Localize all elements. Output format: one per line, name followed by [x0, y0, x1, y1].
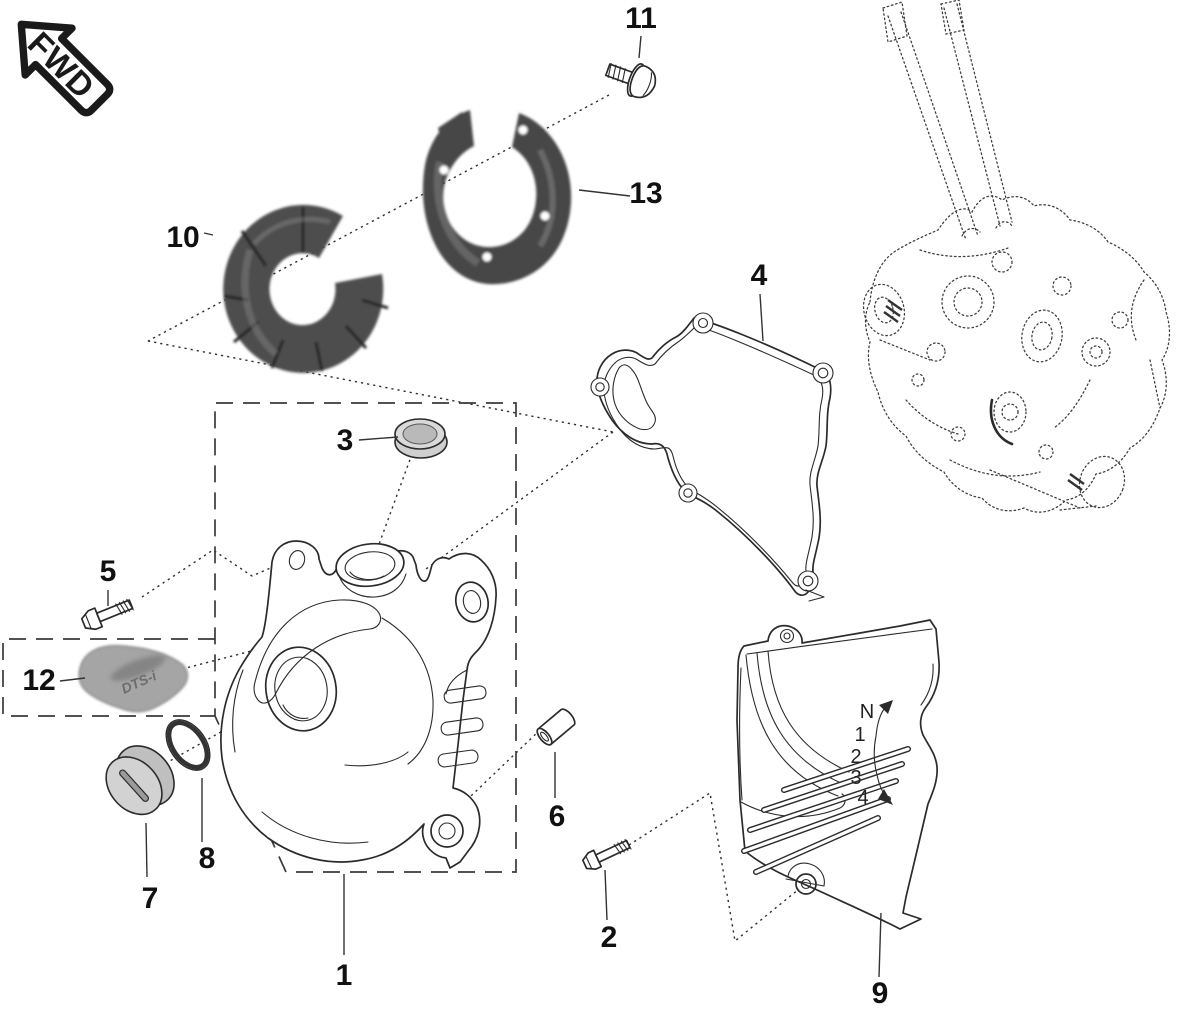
- crankcase-phantom: [862, 0, 1171, 513]
- part-1-magneto-cover: [220, 540, 497, 869]
- callout-10: 10: [166, 221, 199, 254]
- gear-label-n: N: [860, 701, 874, 723]
- leader-lines: [59, 35, 882, 978]
- shift-arrow-up-icon: [879, 700, 893, 714]
- callouts: 1 2 3 4 5 6 7 8 9 10 11 12 13: [22, 2, 888, 1009]
- hatched-bolt-marks: [883, 299, 1085, 491]
- part-6-dowel-pin: [536, 708, 576, 746]
- part-7-oil-cap: [105, 745, 175, 816]
- part-5-hex-bolt: [80, 598, 134, 631]
- callout-8: 8: [199, 842, 216, 875]
- callout-9: 9: [872, 977, 889, 1009]
- shift-arrow-curve: [873, 707, 887, 798]
- part-9-sprocket-cover: N 1 2 3 4: [736, 619, 940, 930]
- part-10-damper-ring-photo: [223, 204, 389, 373]
- part-13-clutch-shoe-plate-photo: [422, 110, 572, 285]
- gear-label-1: 1: [854, 724, 865, 746]
- callout-2: 2: [601, 921, 618, 954]
- callout-6: 6: [549, 800, 566, 833]
- callout-11: 11: [625, 2, 657, 35]
- gear-label-4: 4: [857, 787, 868, 809]
- part-3-cap: [394, 418, 448, 459]
- fwd-arrow-icon: [17, 20, 114, 117]
- fwd-direction-badge: FWD: [17, 20, 114, 117]
- vent-ribs: [741, 746, 911, 875]
- part-4-gasket: [590, 312, 834, 602]
- cap-slot: [119, 769, 150, 802]
- sticker-dashed-box: [2, 638, 215, 717]
- part-2-hex-bolt: [581, 838, 632, 871]
- gear-label-2: 2: [850, 746, 861, 768]
- shift-arrow-down-icon: [878, 789, 893, 805]
- callout-1: 1: [336, 959, 353, 992]
- gear-label-3: 3: [850, 767, 861, 789]
- callout-7: 7: [142, 882, 159, 915]
- callout-5: 5: [100, 555, 117, 588]
- callout-4: 4: [751, 259, 768, 292]
- callout-12: 12: [22, 664, 55, 697]
- callout-3: 3: [337, 424, 354, 457]
- part-8-o-ring: [165, 719, 211, 771]
- gear-position-indicator: N 1 2 3 4: [850, 700, 893, 809]
- part-12-dtsi-sticker: DTS-i: [78, 645, 189, 713]
- assembly-dashed-box: [2, 402, 517, 873]
- blurred-brand-text: [110, 655, 166, 681]
- part-11-flange-bolt: [604, 62, 657, 99]
- callout-13: 13: [629, 177, 662, 210]
